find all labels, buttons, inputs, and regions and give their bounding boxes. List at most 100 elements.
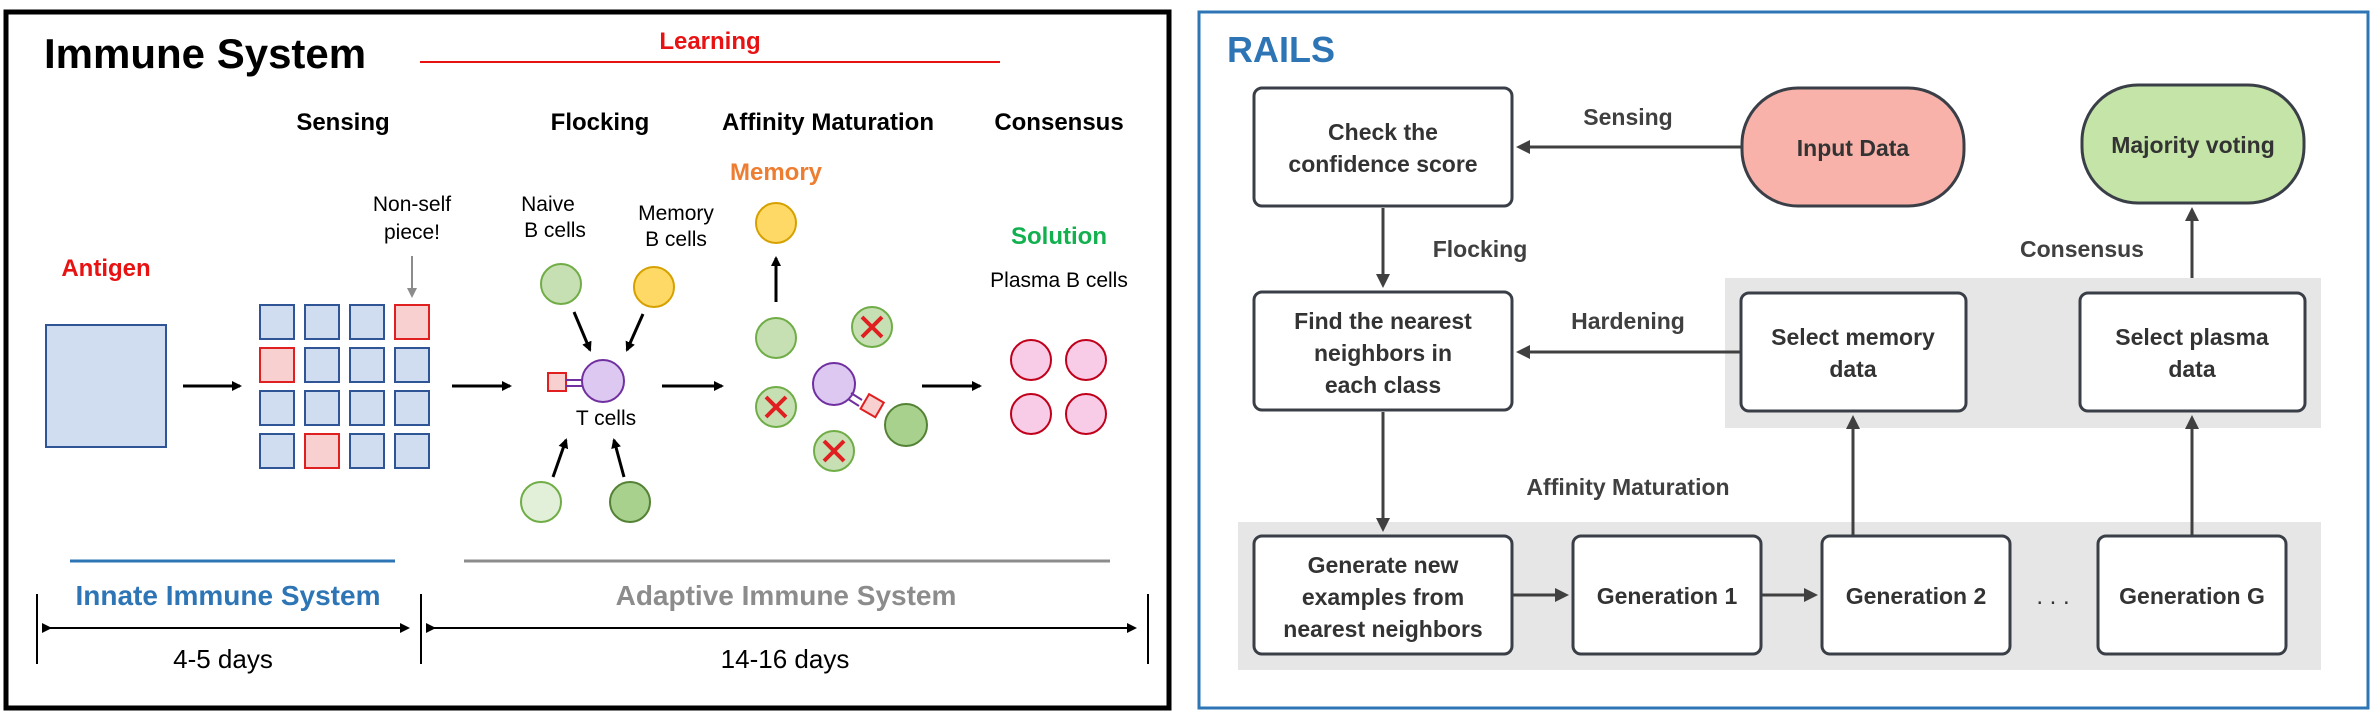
generate-line2: examples from	[1302, 584, 1464, 610]
innate-days: 4-5 days	[173, 644, 273, 674]
grid-cell	[394, 390, 430, 426]
immune-system-panel: Immune System Learning Sensing Flocking …	[3, 9, 1172, 711]
innate-label: Innate Immune System	[76, 580, 381, 611]
arrow-naive-to-t	[572, 311, 592, 352]
generation-2-label: Generation 2	[1846, 583, 1987, 609]
find-neighbors-box: Find the nearest neighbors in each class	[1252, 290, 1514, 412]
input-data-label: Input Data	[1797, 135, 1910, 161]
grid-cell	[394, 347, 430, 383]
generate-line1: Generate new	[1308, 552, 1459, 578]
plasma-label: Plasma B cells	[990, 269, 1128, 292]
stage-affinity: Affinity Maturation	[722, 109, 934, 136]
edge-consensus: Consensus	[2020, 236, 2144, 262]
grid-cell	[259, 390, 295, 426]
edge-affinity: Affinity Maturation	[1526, 474, 1729, 500]
rejected-cell	[755, 386, 797, 428]
generate-box: Generate new examples from nearest neigh…	[1252, 534, 1514, 656]
t-cells-label: T cells	[576, 407, 636, 430]
purple-cell	[812, 362, 856, 406]
select-memory-box: Select memory data	[1739, 291, 1968, 413]
naive-b-cell	[540, 263, 582, 305]
check-line2: confidence score	[1288, 151, 1477, 177]
find-line3: each class	[1325, 372, 1441, 398]
generation-1-box: Generation 1	[1571, 534, 1763, 656]
naive-label-line2: B cells	[524, 219, 586, 242]
plasma-cell	[1010, 393, 1052, 435]
check-line1: Check the	[1328, 119, 1438, 145]
grid-cell-nonself	[304, 433, 340, 469]
grid-cell	[394, 433, 430, 469]
grid-cell	[349, 390, 385, 426]
naive-label-line1: Naive	[521, 193, 575, 216]
memory-label: Memory	[730, 159, 823, 186]
select-plasma-line1: Select plasma	[2115, 324, 2269, 350]
grid-cell	[259, 304, 295, 340]
rejected-cell	[813, 430, 855, 472]
generation-1-label: Generation 1	[1597, 583, 1738, 609]
rails-title: RAILS	[1227, 29, 1335, 70]
majority-voting-node: Majority voting	[2080, 83, 2306, 205]
stage-sensing: Sensing	[296, 109, 389, 136]
receptor	[547, 372, 567, 392]
plasma-cell	[1065, 393, 1107, 435]
nonself-label-line1: Non-self	[373, 193, 451, 216]
antigen-label: Antigen	[61, 255, 150, 282]
nonself-label-line2: piece!	[384, 221, 440, 244]
plasma-cell	[1065, 339, 1107, 381]
select-plasma-box: Select plasma data	[2078, 291, 2307, 413]
edge-sensing: Sensing	[1583, 104, 1672, 130]
grid-cell	[349, 433, 385, 469]
grid-cell	[304, 390, 340, 426]
rejected-cell	[851, 306, 893, 348]
grid-cell	[349, 347, 385, 383]
grid-cell	[304, 304, 340, 340]
rails-panel: RAILS Check the confidence score Input D…	[1197, 10, 2370, 710]
adaptive-days: 14-16 days	[721, 644, 850, 674]
learning-label: Learning	[659, 28, 760, 55]
ellipsis: . . .	[2036, 583, 2069, 610]
t-cell	[581, 359, 625, 403]
memory-b-label-line1: Memory	[638, 202, 714, 225]
binding-link	[850, 392, 863, 401]
arrow-up-to-t	[551, 438, 569, 478]
grid-cell-nonself	[259, 347, 295, 383]
antigen-grid	[259, 304, 430, 469]
grid-cell	[259, 433, 295, 469]
memory-b-cell	[633, 266, 675, 308]
adaptive-label: Adaptive Immune System	[616, 580, 957, 611]
plasma-cell	[1010, 339, 1052, 381]
green-cell	[609, 481, 651, 523]
binding-link	[847, 398, 860, 407]
arrow-memory-to-t	[625, 313, 645, 352]
binding-receptor	[859, 392, 886, 419]
generation-g-box: Generation G	[2096, 534, 2288, 656]
memory-cell	[755, 202, 797, 244]
grid-cell	[349, 304, 385, 340]
antigen-square	[45, 324, 167, 448]
grid-cell-nonself	[394, 304, 430, 340]
find-line2: neighbors in	[1314, 340, 1452, 366]
generation-g-label: Generation G	[2119, 583, 2265, 609]
memory-b-label-line2: B cells	[645, 228, 707, 251]
generation-2-box: Generation 2	[1820, 534, 2012, 656]
select-plasma-line2: data	[2168, 356, 2216, 382]
input-data-node: Input Data	[1740, 86, 1966, 208]
majority-voting-label: Majority voting	[2111, 132, 2275, 158]
check-confidence-box: Check the confidence score	[1252, 86, 1514, 208]
grid-cell	[304, 347, 340, 383]
dark-green-cell	[884, 403, 928, 447]
stage-flocking: Flocking	[551, 109, 650, 136]
light-green-cell	[520, 481, 562, 523]
select-memory-line1: Select memory	[1771, 324, 1935, 350]
edge-flocking: Flocking	[1433, 236, 1528, 262]
arrow-up-to-t	[611, 438, 626, 478]
find-line1: Find the nearest	[1294, 308, 1472, 334]
immune-system-title: Immune System	[44, 30, 366, 77]
solution-label: Solution	[1011, 223, 1107, 250]
generate-line3: nearest neighbors	[1283, 616, 1482, 642]
edge-hardening: Hardening	[1571, 308, 1685, 334]
stage-consensus: Consensus	[994, 109, 1123, 136]
select-memory-line2: data	[1829, 356, 1877, 382]
selected-cell	[755, 317, 797, 359]
